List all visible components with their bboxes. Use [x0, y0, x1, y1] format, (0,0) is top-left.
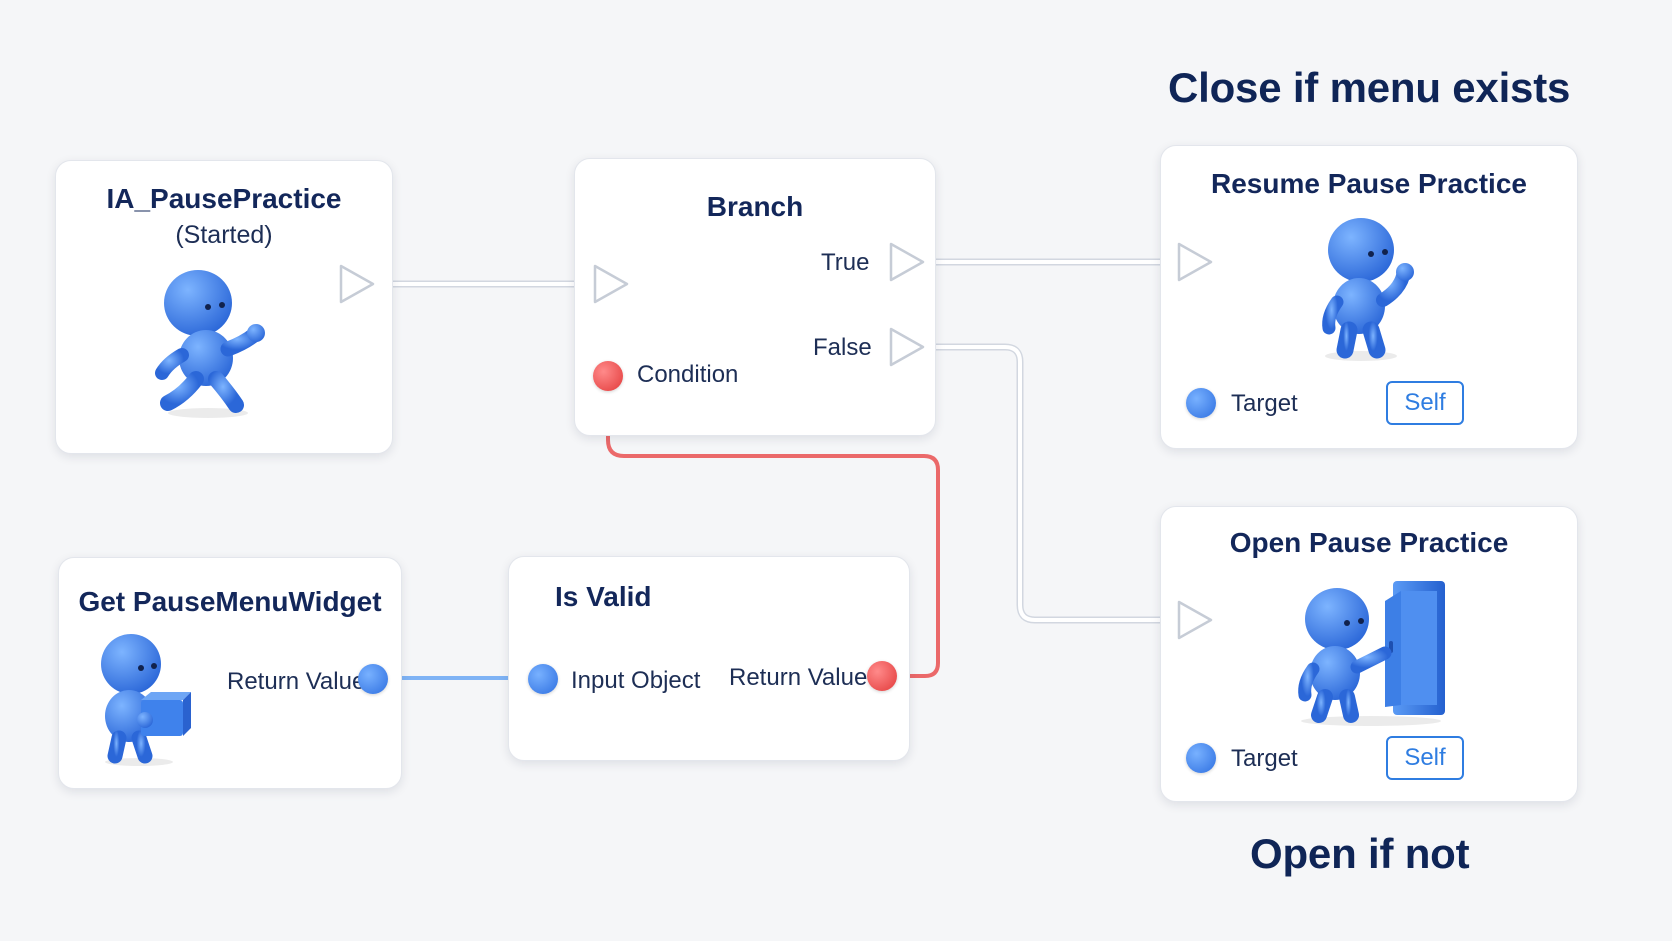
annotation-open-if-not: Open if not — [1250, 830, 1470, 877]
branch-true-pin-icon[interactable] — [888, 240, 928, 284]
event-node-title: IA_PausePractice — [106, 183, 342, 214]
branch-condition-pin[interactable] — [593, 361, 623, 391]
resume-target-label: Target — [1231, 390, 1298, 417]
branch-title: Branch — [706, 191, 804, 222]
event-node-subtitle: (Started) — [175, 221, 273, 249]
annotation-close-if-exists: Close if menu exists — [1168, 64, 1571, 111]
open-target-label: Target — [1231, 745, 1298, 772]
is-valid-input-label: Input Object — [571, 667, 701, 694]
door-figure-icon — [1298, 581, 1445, 726]
resume-exec-in-pin-icon[interactable] — [1176, 240, 1216, 284]
is-valid-input-pin[interactable] — [528, 664, 558, 694]
branch-false-label: False — [813, 334, 872, 361]
get-widget-return-pin[interactable] — [358, 664, 388, 694]
running-figure-icon — [155, 270, 265, 418]
resume-self-button[interactable]: Self — [1386, 381, 1464, 425]
bool-wire-return-to-condition — [606, 376, 940, 678]
branch-false-pin-icon[interactable] — [888, 325, 928, 369]
get-widget-node[interactable]: Get PauseMenuWidget Return Value — [58, 557, 402, 789]
open-title: Open Pause Practice — [1229, 527, 1509, 558]
waving-figure-icon — [1322, 218, 1414, 361]
resume-target-pin[interactable] — [1186, 388, 1216, 418]
open-self-button[interactable]: Self — [1386, 736, 1464, 780]
exec-out-pin-icon[interactable] — [338, 262, 378, 306]
open-node[interactable]: Open Pause Practice Target Self — [1160, 506, 1578, 802]
resume-node[interactable]: Resume Pause Practice Target Self — [1160, 145, 1578, 449]
branch-true-label: True — [821, 249, 870, 276]
exec-wire-false-to-open — [921, 343, 1179, 624]
is-valid-return-pin[interactable] — [867, 661, 897, 691]
branch-node[interactable]: Branch True False Condition — [574, 158, 936, 436]
is-valid-title: Is Valid — [555, 581, 652, 612]
open-exec-in-pin-icon[interactable] — [1176, 598, 1216, 642]
get-widget-return-label: Return Value — [227, 668, 366, 695]
branch-exec-in-pin-icon[interactable] — [592, 262, 632, 306]
is-valid-return-label: Return Value — [729, 664, 868, 691]
box-figure-icon — [101, 634, 191, 766]
branch-condition-label: Condition — [637, 361, 739, 388]
is-valid-node[interactable]: Is Valid Input Object Return Value — [508, 556, 910, 761]
event-node-pause-practice[interactable]: IA_PausePractice (Started) — [55, 160, 393, 454]
open-target-pin[interactable] — [1186, 743, 1216, 773]
get-widget-title: Get PauseMenuWidget — [78, 586, 382, 617]
resume-title: Resume Pause Practice — [1211, 168, 1527, 199]
